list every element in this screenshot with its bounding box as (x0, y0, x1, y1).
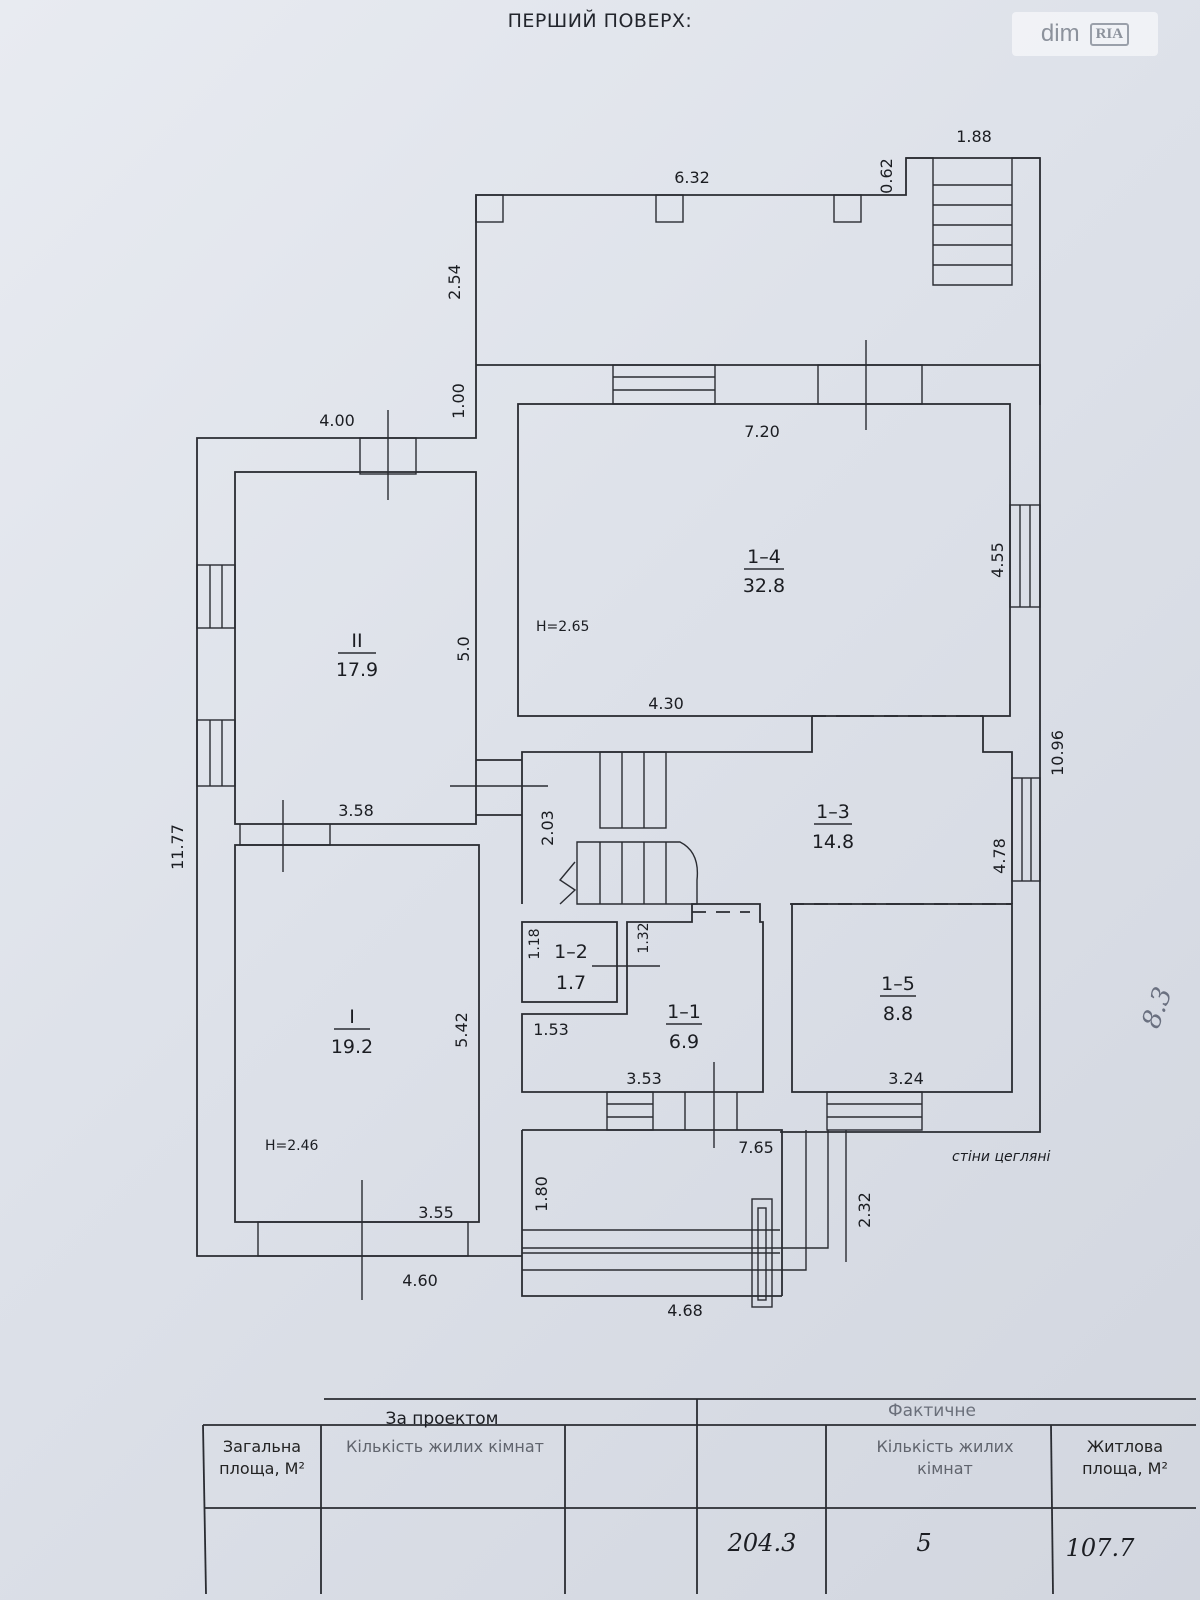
hall-1-3-walls (450, 715, 1013, 913)
dim-7-65: 7.65 (738, 1138, 774, 1157)
dim-4-55: 4.55 (988, 542, 1007, 578)
dim-0-62: 0.62 (877, 158, 896, 194)
dim-10-96: 10.96 (1048, 730, 1067, 776)
table-value-rooms: 5 (916, 1529, 931, 1557)
dim-1-32: 1.32 (636, 922, 652, 953)
room-1-3-id: 1–3 (816, 801, 850, 823)
room-1-1-area: 6.9 (669, 1031, 699, 1053)
watermark-logo: dim RIA (1012, 12, 1158, 56)
room-labels: 1–4 32.8 II 17.9 1–3 14.8 1–2 1.7 1–1 6.… (331, 546, 916, 1058)
watermark-ria-text: RIA (1089, 22, 1130, 46)
room-1-1-id: 1–1 (667, 1001, 701, 1023)
dim-11-77: 11.77 (168, 824, 187, 870)
room-1-5-id: 1–5 (881, 973, 915, 995)
dim-4-00: 4.00 (319, 411, 355, 430)
dim-3-24: 3.24 (888, 1069, 924, 1088)
room-1-4-area: 32.8 (743, 575, 785, 597)
table-value-total-area: 204.3 (727, 1529, 797, 1557)
terrace-walls (475, 157, 1041, 405)
dim-5-42: 5.42 (452, 1012, 471, 1048)
dim-1-18: 1.18 (527, 928, 543, 959)
room-ii-area: 17.9 (336, 659, 378, 681)
room-1-4-id: 1–4 (747, 546, 781, 568)
dim-1-88: 1.88 (956, 127, 992, 146)
dim-7-20: 7.20 (744, 422, 780, 441)
dim-3-53: 3.53 (626, 1069, 662, 1088)
room-1-3-area: 14.8 (812, 831, 854, 853)
room-1-5-outline (791, 903, 1013, 1093)
dim-6-32: 6.32 (674, 168, 710, 187)
room-ii-id: II (351, 630, 362, 652)
room-1-2-area: 1.7 (556, 972, 586, 994)
area-summary-table: За проектом Фактичне Загальна площа, М² … (202, 1398, 1196, 1595)
room-1-1-outline (521, 903, 764, 1093)
table-header-living-area: Житлова площа, М² (1082, 1437, 1168, 1478)
page-title: ПЕРШИЙ ПОВЕРХ: (507, 10, 693, 32)
room-i-id: I (349, 1006, 355, 1028)
height-label-lower: H=2.46 (265, 1138, 319, 1154)
dim-4-60: 4.60 (402, 1271, 438, 1290)
dim-3-58: 3.58 (338, 801, 374, 820)
table-group-actual: Фактичне (888, 1401, 976, 1421)
dim-4-68: 4.68 (667, 1301, 703, 1320)
room-1-2-outline (521, 921, 618, 1003)
dim-3-55: 3.55 (418, 1203, 454, 1222)
room-ii-outline (234, 471, 477, 825)
room-1-5-area: 8.8 (883, 1003, 913, 1025)
dim-1-80: 1.80 (532, 1176, 551, 1212)
handwritten-margin-note: 8.3 (1136, 983, 1178, 1032)
table-header-rooms-actual: Кількість жилих кімнат (876, 1437, 1014, 1478)
dim-4-78: 4.78 (990, 838, 1009, 874)
room-i-area: 19.2 (331, 1036, 373, 1058)
watermark-dim-text: dim (1040, 20, 1080, 47)
table-header-total-area: Загальна площа, М² (219, 1437, 305, 1478)
room-1-2-id: 1–2 (554, 941, 588, 963)
dim-2-32: 2.32 (855, 1192, 874, 1228)
room-i-outline (234, 844, 480, 1223)
table-value-living-area: 107.7 (1066, 1534, 1135, 1562)
dimension-labels: 1.88 6.32 0.62 2.54 1.00 4.00 7.20 4.55 … (168, 127, 1067, 1320)
window-marks (196, 340, 1041, 1300)
dim-5-0: 5.0 (454, 636, 473, 661)
dim-2-54: 2.54 (445, 264, 464, 300)
wall-material-note: стіни цегляні (952, 1149, 1050, 1165)
dim-1-00: 1.00 (449, 383, 468, 419)
table-group-project: За проектом (386, 1409, 499, 1429)
dim-2-03: 2.03 (538, 810, 557, 846)
dim-1-53: 1.53 (533, 1020, 569, 1039)
dim-4-30: 4.30 (648, 694, 684, 713)
table-header-rooms-project: Кількість жилих кімнат (346, 1437, 544, 1456)
height-label-upper: H=2.65 (536, 619, 589, 635)
outer-walls (196, 364, 1041, 1308)
